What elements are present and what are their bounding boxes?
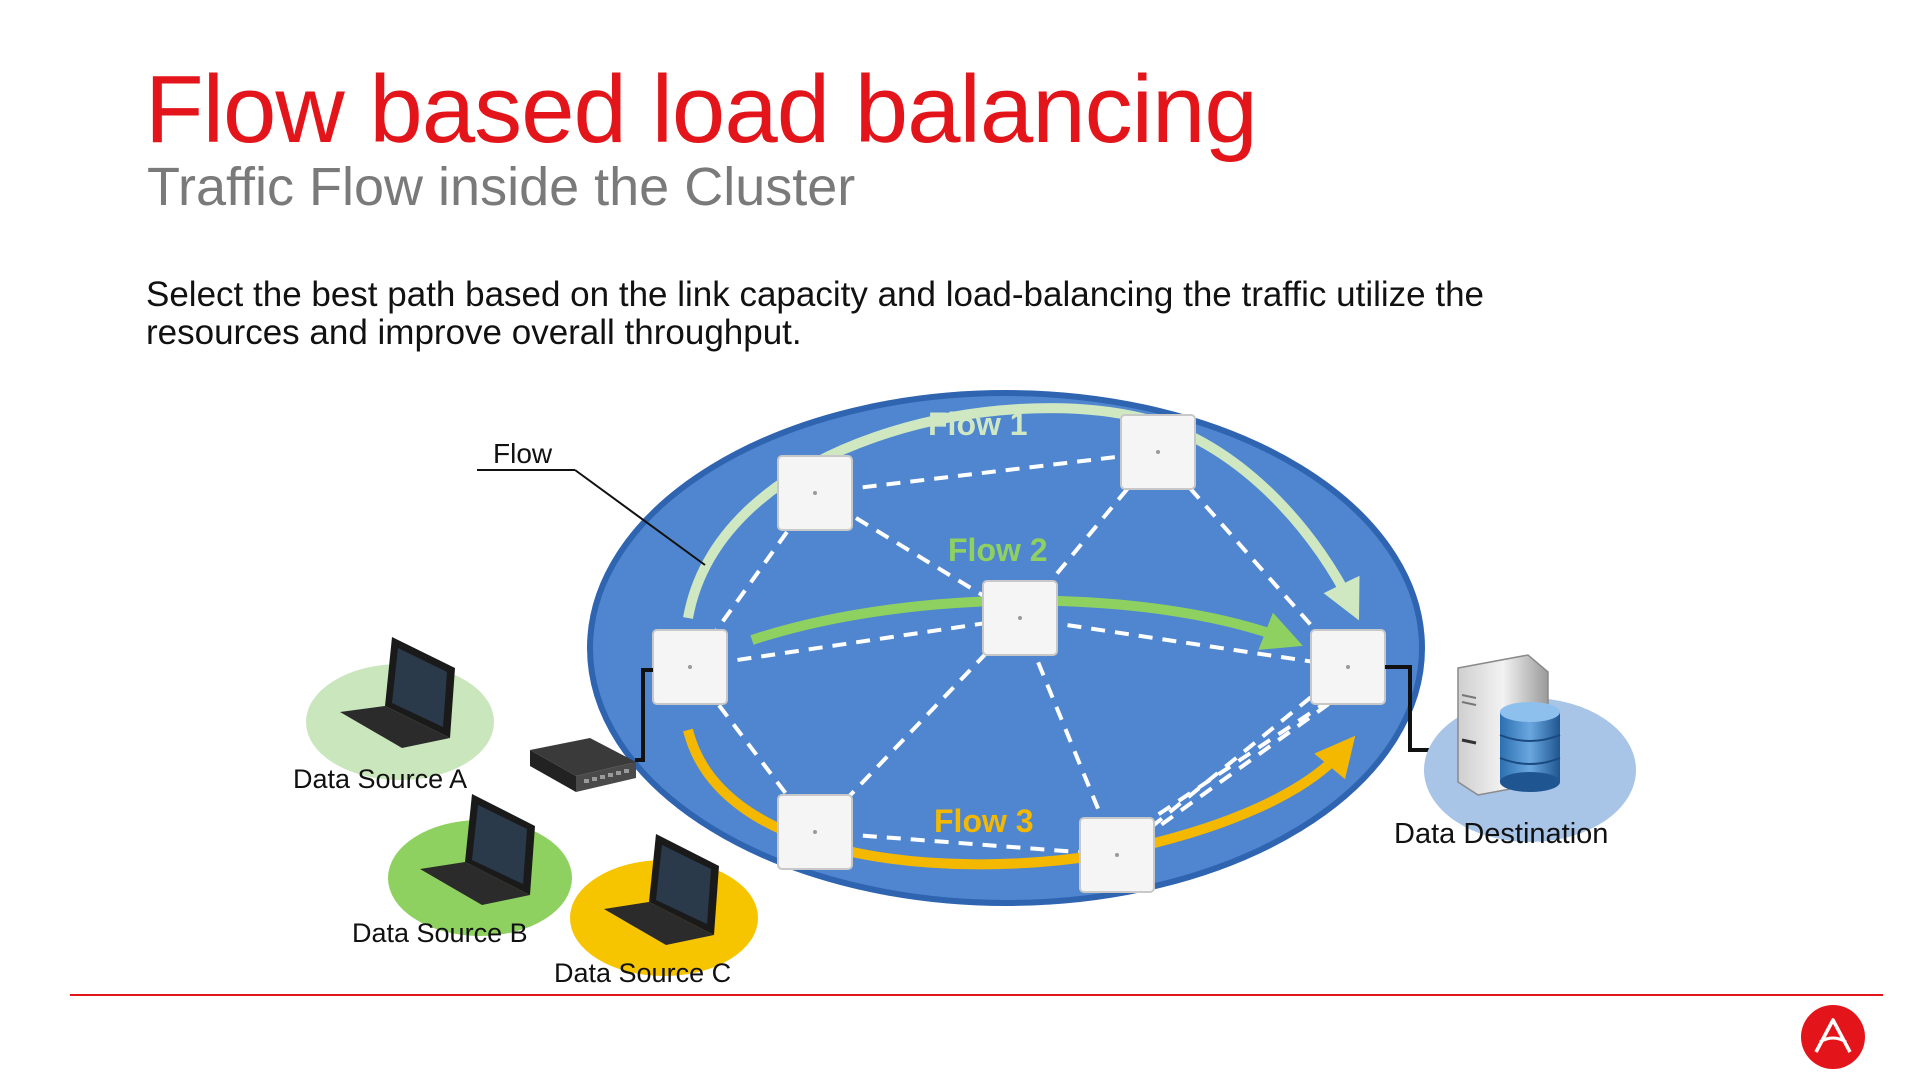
flow-3-label: Flow 3 xyxy=(934,803,1034,839)
access-point-icon xyxy=(982,580,1058,656)
footer-divider xyxy=(70,994,1883,996)
access-point-icon xyxy=(777,455,853,531)
flow-callout: Flow xyxy=(477,438,706,566)
data-source-b: Data Source B xyxy=(352,794,572,948)
cluster-nodes xyxy=(652,414,1386,893)
server-database-icon xyxy=(1457,654,1561,796)
access-point-icon xyxy=(1310,629,1386,705)
access-point-icon xyxy=(1079,817,1155,893)
slide-subtitle: Traffic Flow inside the Cluster xyxy=(147,157,856,217)
flow-callout-label: Flow xyxy=(493,438,553,469)
connector-lines xyxy=(635,665,1440,762)
access-point-icon xyxy=(652,629,728,705)
flow-3-arrow xyxy=(683,728,1356,870)
slide-body-text: Select the best path based on the link c… xyxy=(146,275,1484,352)
data-source-b-label: Data Source B xyxy=(352,918,528,948)
flow-1-label: Flow 1 xyxy=(928,406,1028,442)
data-source-c-label: Data Source C xyxy=(554,958,731,988)
laptop-icon xyxy=(420,794,535,905)
laptop-icon xyxy=(340,637,455,748)
access-point-icon xyxy=(777,794,853,870)
a-logo-icon xyxy=(1801,1005,1865,1069)
laptop-icon xyxy=(604,834,719,945)
slide-title: Flow based load balancing xyxy=(145,56,1258,163)
data-destination-label: Data Destination xyxy=(1394,818,1608,850)
data-source-a: Data Source A xyxy=(293,637,494,794)
flow-1-arrow xyxy=(683,403,1360,621)
data-source-c: Data Source C xyxy=(554,834,758,988)
access-point-icon xyxy=(1120,414,1196,490)
flow-2-label: Flow 2 xyxy=(948,532,1048,568)
data-source-a-label: Data Source A xyxy=(293,764,467,794)
data-destination: Data Destination xyxy=(1394,654,1636,850)
network-switch-icon xyxy=(530,738,636,792)
